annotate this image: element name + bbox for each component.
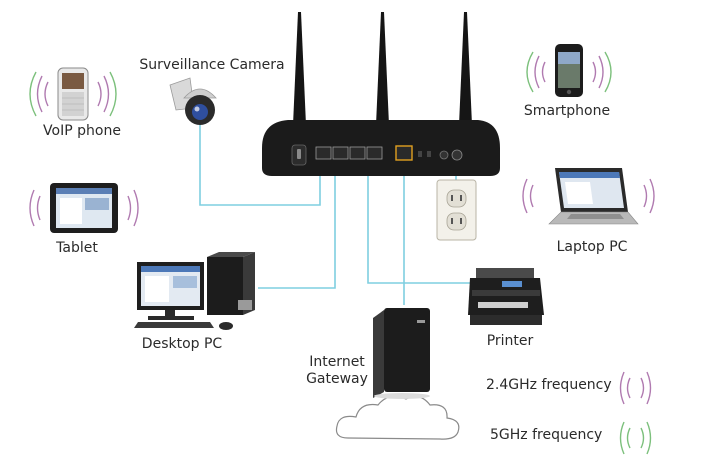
router-icon (262, 12, 500, 176)
printer-label: Printer (486, 333, 534, 349)
internet-cloud-icon (335, 395, 460, 440)
legend-5ghz-label: 5GHz frequency (490, 427, 603, 443)
power-outlet-icon (436, 179, 477, 241)
laptop-pc-icon (548, 168, 639, 225)
internet-gateway-label-line2: Gateway (306, 371, 368, 387)
legend-24ghz-label: 2.4GHz frequency (486, 377, 612, 393)
tablet-label: Tablet (56, 240, 98, 256)
wifi-5ghz-icon (29, 71, 117, 117)
cable-lines (199, 125, 470, 305)
tablet-icon (50, 183, 118, 233)
laptop-pc-label: Laptop PC (556, 239, 628, 255)
smartphone-label: Smartphone (523, 103, 611, 119)
internet-gateway-icon (373, 308, 430, 399)
wifi-24ghz-icon (534, 55, 604, 89)
smartphone-icon (555, 44, 583, 97)
surveillance-camera-label: Surveillance Camera (139, 57, 285, 73)
surveillance-camera-icon (169, 77, 217, 125)
wifi-24ghz-icon (522, 178, 655, 214)
wifi-24ghz-icon (29, 189, 139, 227)
wifi-24ghz-icon (36, 75, 110, 113)
internet-gateway-label-line1: Internet (309, 354, 365, 370)
voip-phone-icon (57, 67, 89, 121)
printer-icon (468, 268, 544, 325)
wifi-24ghz-icon (619, 371, 652, 405)
desktop-pc-icon (134, 252, 255, 330)
wifi-5ghz-icon (526, 51, 612, 93)
cable-camera (199, 125, 321, 206)
cable-printer (367, 163, 470, 284)
voip-phone-label: VoIP phone (43, 123, 121, 139)
wifi-5ghz-icon (619, 421, 652, 455)
desktop-pc-label: Desktop PC (141, 336, 223, 352)
cable-desktop (258, 163, 336, 289)
